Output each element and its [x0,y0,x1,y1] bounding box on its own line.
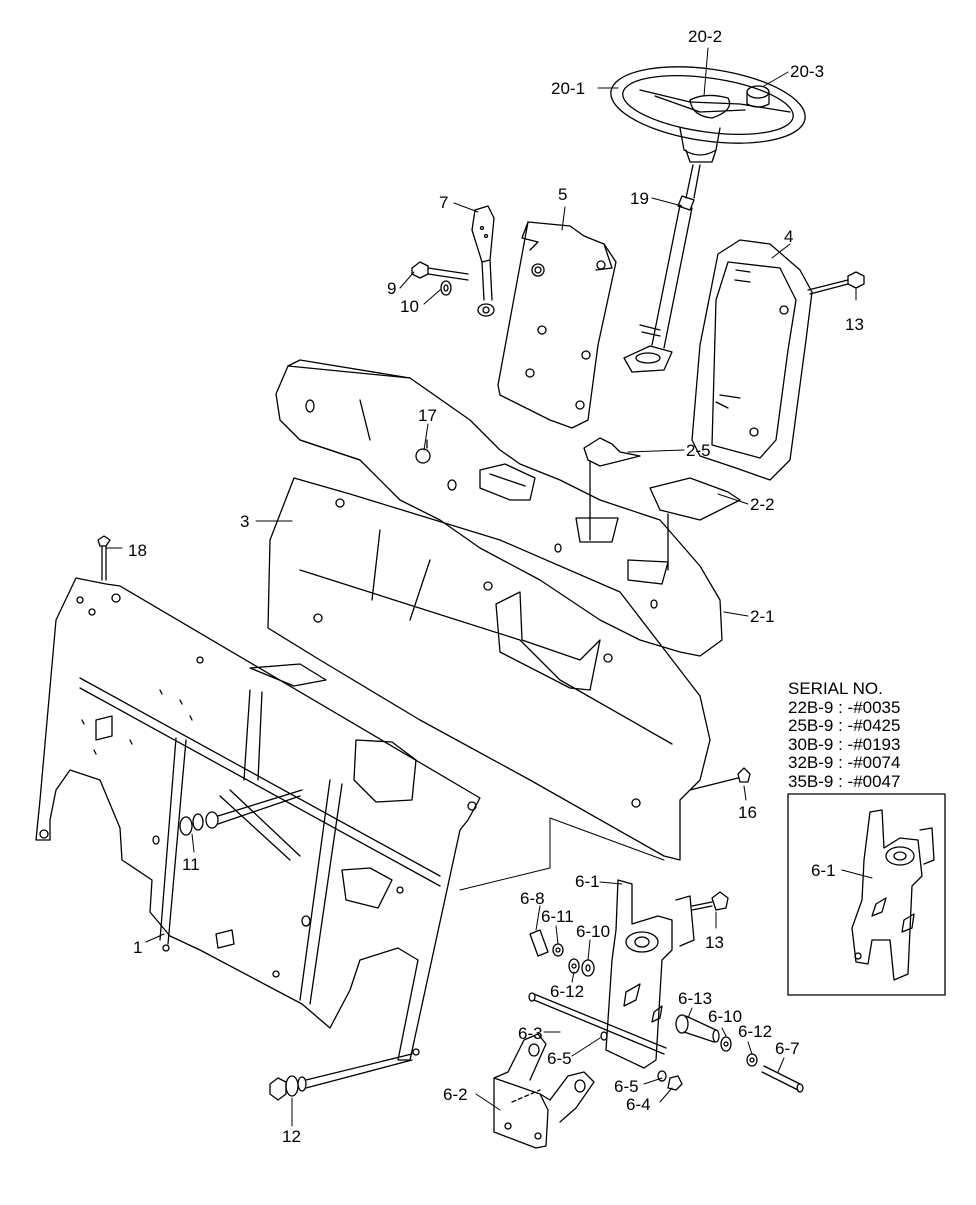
bolt-13-upper [807,271,865,295]
callout-18: 18 [128,541,147,560]
bracket-6-1-inset [851,809,935,981]
callout-6-11: 6-11 [541,907,574,926]
inset-frame [787,793,946,996]
serial-line: 22B-9 : -#0035 [788,697,901,717]
callout-3: 3 [240,512,249,531]
callout-labels: 20-2 20-1 20-3 5 7 19 4 9 10 13 17 2-5 2… [128,27,864,1146]
callout-6-12-right: 6-12 [738,1022,772,1041]
callout-11: 11 [182,855,200,874]
bolt-13-lower [691,891,729,911]
callout-12: 12 [282,1127,301,1146]
serial-line: 25B-9 : -#0425 [788,716,901,735]
callout-2-1: 2-1 [750,607,775,626]
callout-20-1: 20-1 [551,79,585,98]
callout-6-3: 6-3 [518,1024,543,1043]
serial-line: 35B-9 : -#0047 [788,771,901,791]
callout-19: 19 [630,189,649,208]
bolt-9 [411,261,469,281]
washer-6-5 [600,1031,667,1082]
callout-6-10-lower: 6-10 [708,1007,742,1026]
callout-2-5: 2-5 [686,441,711,460]
callout-17: 17 [418,406,437,425]
screw-18 [97,535,111,581]
serial-line: 30B-9 : -#0193 [788,734,901,754]
washer-6-10-a [581,959,595,977]
serial-title: SERIAL NO. [788,679,883,698]
pin-6-7 [761,1065,804,1093]
callout-6-5-lower: 6-5 [614,1077,639,1096]
callout-6-4: 6-4 [626,1095,651,1114]
callout-6-2: 6-2 [443,1085,468,1104]
callout-6-12-left: 6-12 [550,982,584,1001]
rod-6-3 [528,992,667,1055]
callout-6-10-upper: 6-10 [576,922,610,941]
front-panel [35,577,481,1061]
pin-6-8 [529,929,549,957]
pin-6-13 [675,1014,720,1043]
washer-6-12-b [746,1053,758,1067]
cover-2-2 [649,477,741,571]
callout-13-upper: 13 [845,315,864,334]
callout-20-2: 20-2 [688,27,722,46]
steering-wheel [610,66,806,163]
callout-7: 7 [439,193,448,212]
serial-number-block: SERIAL NO. 22B-9 : -#0035 25B-9 : -#0425… [788,679,901,791]
serial-line: 32B-9 : -#0074 [788,753,901,772]
callout-6-1-inset: 6-1 [811,861,836,880]
callout-9: 9 [387,279,396,298]
washer-10 [440,280,452,296]
lever [471,205,495,317]
callout-6-5-upper: 6-5 [547,1049,572,1068]
callout-6-13: 6-13 [678,989,712,1008]
callout-16: 16 [738,803,757,822]
nut-6-4 [667,1075,683,1091]
callout-6-7: 6-7 [775,1039,800,1058]
callout-6-1: 6-1 [575,872,600,891]
callout-4: 4 [784,227,793,246]
bracket-6-1 [605,879,695,1069]
bolt-12 [269,1053,413,1101]
column-cover-front [497,221,617,429]
knob-17 [415,439,431,464]
callout-10: 10 [400,297,419,316]
callout-6-8: 6-8 [520,889,545,908]
cover-2-5 [583,437,641,541]
callout-20-3: 20-3 [790,62,824,81]
washer-6-10-b [720,1036,732,1052]
leader-lines [105,47,873,1127]
callout-1: 1 [133,938,142,957]
callout-2-2: 2-2 [750,495,775,514]
washer-6-11 [552,943,564,957]
steering-column [623,164,701,373]
callout-13-lower: 13 [705,933,724,952]
bracket-6-2 [493,1033,595,1149]
washer-6-12-a [568,958,580,974]
dash-panel [275,359,723,657]
panel-3 [267,477,711,861]
bolt-11 [179,789,303,836]
column-cover-rear [691,239,813,481]
bolt-16 [689,767,751,791]
callout-5: 5 [558,185,567,204]
